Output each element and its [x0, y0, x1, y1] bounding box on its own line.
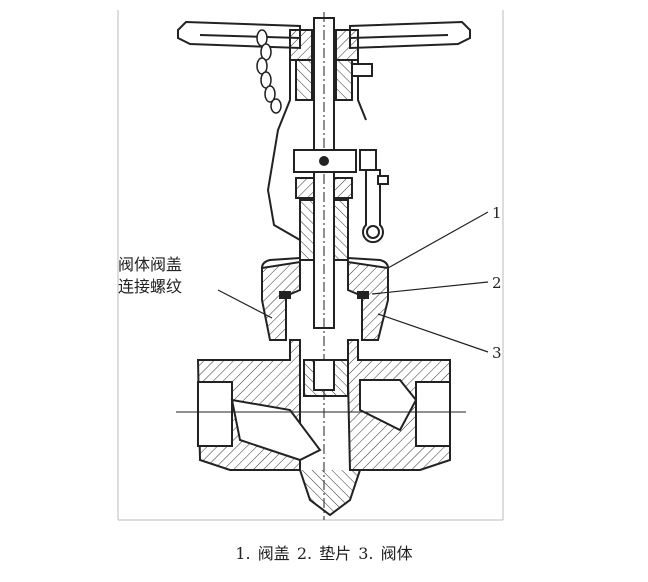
- chain: [256, 29, 282, 114]
- lock-lever: [359, 149, 389, 244]
- valve-disc: [303, 359, 349, 397]
- callout-3: 3: [492, 344, 502, 362]
- yoke-nut: [289, 29, 373, 101]
- gasket: [279, 291, 369, 299]
- valve-body: [196, 339, 451, 517]
- thread-label-line2: 连接螺纹: [118, 277, 182, 296]
- thread-label-line1: 阀体阀盖: [118, 255, 182, 274]
- leader-lines: [217, 211, 489, 353]
- bonnet: [261, 257, 389, 341]
- callout-1: 1: [492, 204, 502, 222]
- callout-2: 2: [492, 274, 502, 292]
- stem-collar: [293, 149, 357, 173]
- frame-border: [117, 10, 504, 521]
- packing-gland: [295, 177, 353, 261]
- figure-caption: 1. 阀盖 2. 垫片 3. 阀体: [235, 544, 413, 563]
- valve-stem: [313, 12, 335, 520]
